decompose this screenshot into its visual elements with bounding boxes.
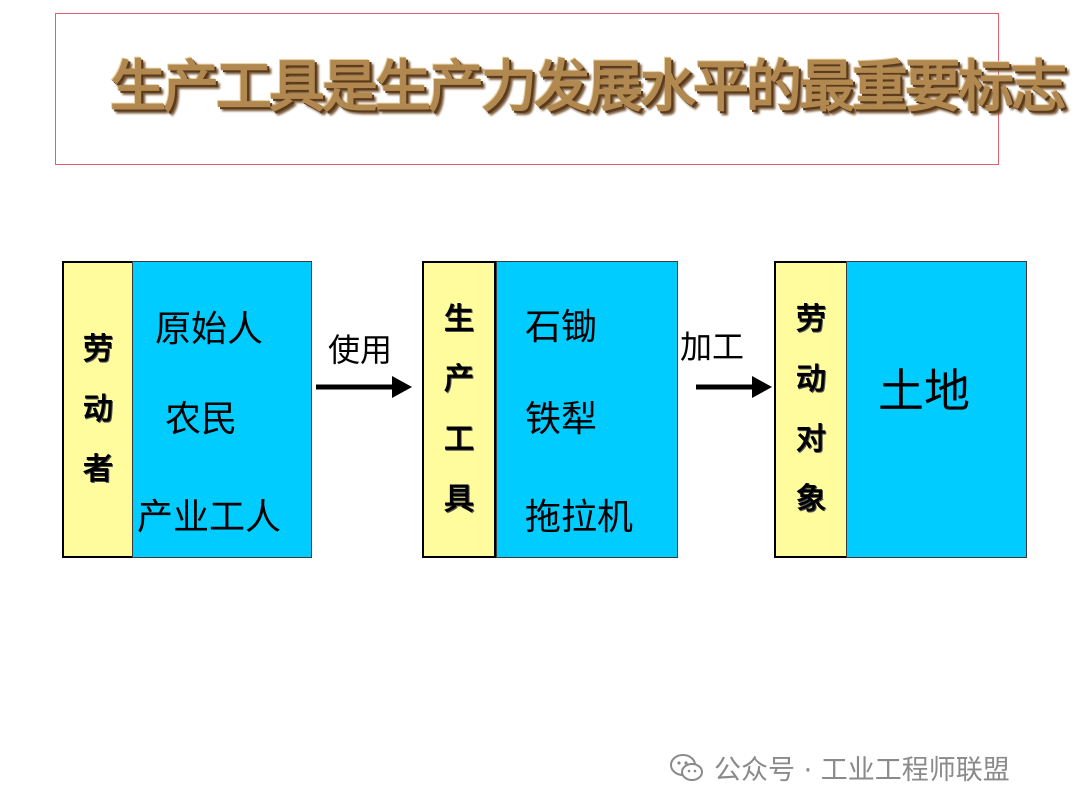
label-char: 产 [444,361,474,397]
label-char: 动 [796,361,826,397]
list-item: 农民 [165,399,238,440]
content-box-tools [496,261,678,558]
label-char: 象 [796,481,826,517]
list-item: 拖拉机 [525,497,634,538]
label-box-object: 劳 动 对 象 [774,261,848,558]
label-char: 具 [444,481,474,517]
right-arrow-icon [696,376,772,398]
list-item: 土地 [878,364,970,418]
label-box-laborer: 劳 动 者 [62,261,134,558]
list-item: 产业工人 [137,497,282,538]
label-char: 生 [444,301,474,337]
watermark-text: 公众号 · 工业工程师联盟 [714,755,1010,786]
label-char: 劳 [796,301,826,337]
arrow-label: 使用 [328,331,393,369]
right-arrow-icon [316,376,412,398]
label-char: 劳 [83,331,113,367]
wechat-icon [670,753,703,781]
label-box-tools: 生 产 工 具 [422,261,496,558]
content-box-laborer [132,261,312,558]
slide-title: 生产工具是生产力发展水平的最重要标志 [110,54,1067,120]
label-char: 对 [796,421,826,457]
title-frame [55,13,999,165]
arrow-label: 加工 [680,328,745,366]
label-char: 者 [83,451,113,487]
watermark: 公众号 · 工业工程师联盟 [670,748,1010,787]
list-item: 原始人 [155,309,264,350]
content-box-object [846,261,1027,558]
list-item: 铁犁 [525,399,598,440]
label-char: 动 [83,391,113,427]
list-item: 石锄 [525,307,598,348]
label-char: 工 [444,421,474,457]
